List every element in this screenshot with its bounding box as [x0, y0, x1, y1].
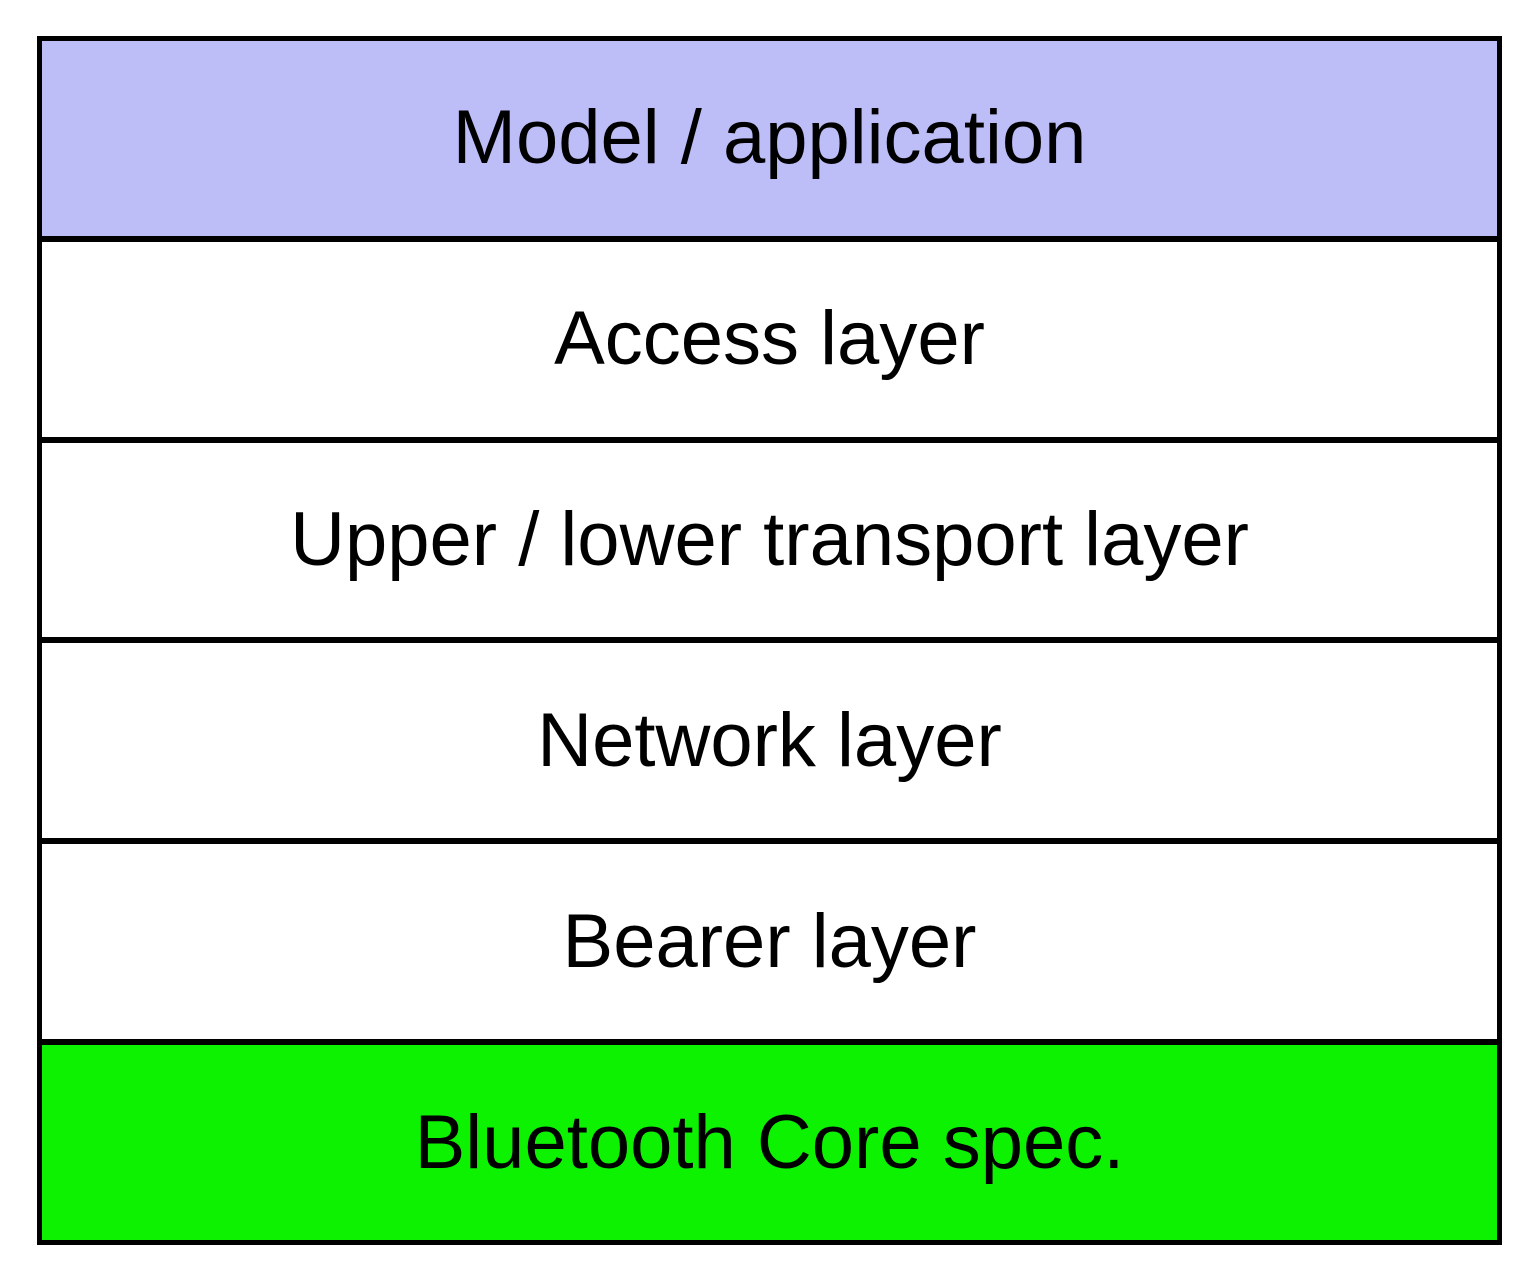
- layer-network: Network layer: [42, 643, 1497, 845]
- layer-transport-label: Upper / lower transport layer: [290, 497, 1249, 583]
- layer-bearer-label: Bearer layer: [562, 898, 977, 984]
- layer-model-application-label: Model / application: [452, 95, 1087, 181]
- layer-access-label: Access layer: [554, 296, 985, 382]
- layer-network-label: Network layer: [537, 697, 1002, 783]
- layer-bearer: Bearer layer: [42, 844, 1497, 1046]
- layer-bluetooth-core-spec: Bluetooth Core spec.: [42, 1045, 1497, 1240]
- protocol-stack: Model / application Access layer Upper /…: [37, 36, 1502, 1245]
- layer-bluetooth-core-spec-label: Bluetooth Core spec.: [414, 1099, 1125, 1185]
- layer-transport: Upper / lower transport layer: [42, 442, 1497, 644]
- layer-model-application: Model / application: [42, 41, 1497, 242]
- layer-access: Access layer: [42, 241, 1497, 443]
